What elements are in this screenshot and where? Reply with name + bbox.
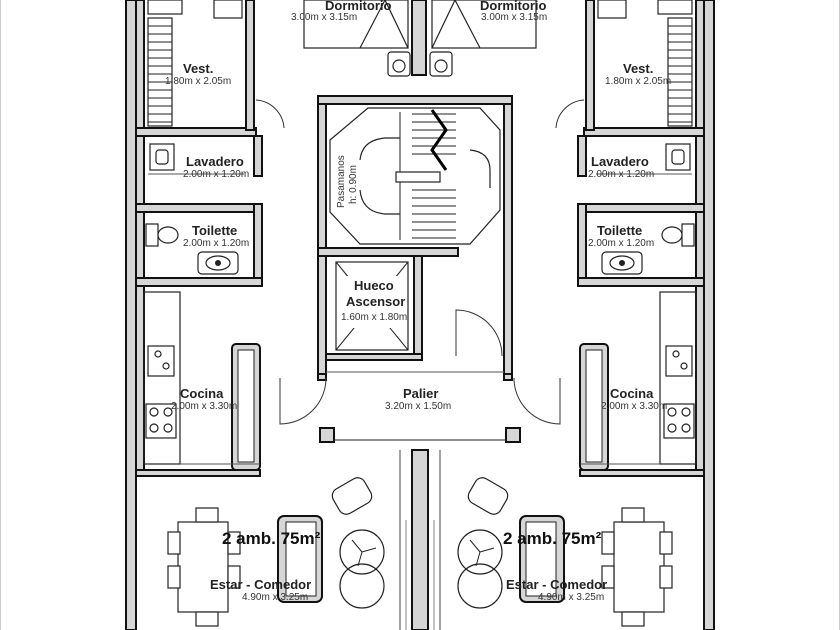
right-vestidor-dim: 1.80m x 2.05m	[605, 76, 671, 87]
palier	[279, 371, 561, 443]
stair-core	[317, 95, 513, 375]
left-kitchen	[135, 285, 261, 477]
left-service-walls	[135, 135, 263, 287]
left-estar-dim: 4.90m x 3.25m	[242, 592, 308, 603]
hueco-dim: 1.60m x 1.80m	[341, 312, 407, 323]
left-lavadero-dim: 2.00m x 1.20m	[183, 169, 249, 180]
left-cocina-name: Cocina	[180, 386, 224, 401]
right-dormitorio-dim: 3.00m x 3.15m	[481, 12, 547, 23]
right-living-furniture	[457, 477, 673, 627]
hueco-label: Hueco	[354, 278, 394, 293]
elevator-shaft	[335, 261, 503, 357]
left-estar-name: Estar - Comedor	[210, 577, 311, 592]
right-upper-walls	[555, 0, 705, 137]
left-lavadero-name: Lavadero	[186, 154, 244, 169]
ascensor-label: Ascensor	[346, 294, 405, 309]
bed-left	[303, 0, 409, 49]
left-upper-walls	[135, 0, 285, 137]
right-toilette-name: Toilette	[597, 223, 642, 238]
right-vestidor-name: Vest.	[623, 61, 653, 76]
left-living-furniture	[167, 477, 385, 627]
left-unit-label: 2 amb. 75m²	[222, 529, 321, 548]
left-vestidor-dim: 1.80m x 2.05m	[165, 76, 231, 87]
right-kitchen	[579, 285, 705, 477]
right-dormitorio-name: Dormitorio	[480, 0, 547, 13]
bed-right	[431, 0, 537, 49]
pasamanos-label: Pasamanos	[336, 155, 347, 208]
right-cocina-dim: 2.00m x 3.30m	[601, 401, 667, 412]
right-service-walls	[577, 135, 705, 287]
left-cocina-dim: 2.00m x 3.30m	[171, 401, 237, 412]
palier-dim: 3.20m x 1.50m	[385, 401, 451, 412]
central-wall-top	[387, 0, 453, 77]
left-toilette-dim: 2.00m x 1.20m	[183, 238, 249, 249]
palier-name: Palier	[403, 386, 438, 401]
right-cocina-name: Cocina	[610, 386, 654, 401]
right-unit-label: 2 amb. 75m²	[503, 529, 602, 548]
left-toilette-name: Toilette	[192, 223, 237, 238]
left-dormitorio-dim: 3.00m x 3.15m	[291, 12, 357, 23]
left-dormitorio-name: Dormitorio	[325, 0, 392, 13]
right-estar-name: Estar - Comedor	[506, 577, 607, 592]
right-lavadero-dim: 2.00m x 1.20m	[588, 169, 654, 180]
central-wall-bottom	[399, 449, 441, 630]
left-vestidor-name: Vest.	[183, 61, 213, 76]
pasamanos-height: h: 0.90m	[348, 165, 359, 204]
right-lavadero-name: Lavadero	[591, 154, 649, 169]
right-estar-dim: 4.90m x 3.25m	[538, 592, 604, 603]
right-toilette-dim: 2.00m x 1.20m	[588, 238, 654, 249]
